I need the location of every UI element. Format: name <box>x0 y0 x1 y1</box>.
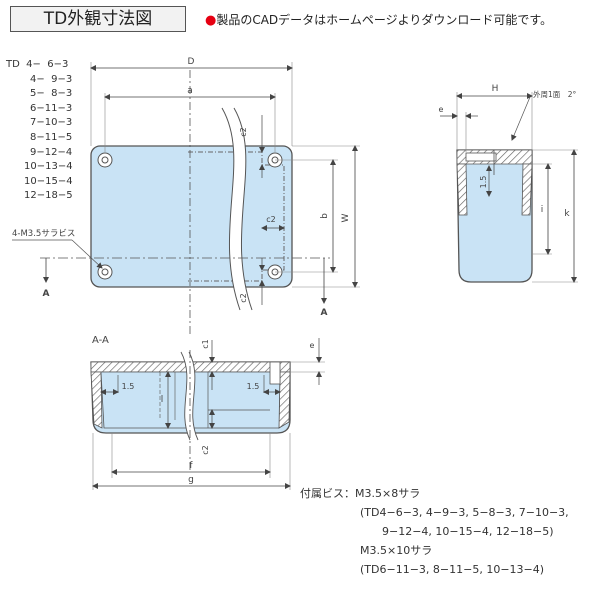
cad-note-text: 製品のCADデータはホームページよりダウンロード可能です。 <box>216 13 553 27</box>
label-l: l <box>161 395 164 405</box>
cad-note: ●製品のCADデータはホームページよりダウンロード可能です。 <box>205 11 552 28</box>
inner-recess-line <box>188 151 285 282</box>
label-a: a <box>187 86 193 96</box>
model-item: 4− 9−3 <box>30 73 73 85</box>
screw-line-2: (TD4−6−3, 4−9−3, 5−8−3, 7−10−3, <box>360 506 569 519</box>
screw-line-5: (TD6−11−3, 8−11−5, 10−13−4) <box>360 563 545 576</box>
label-W: W <box>341 213 351 222</box>
model-item: 8−11−5 <box>30 131 73 143</box>
drawing-title: TD外観寸法図 <box>10 6 186 32</box>
label-i: i <box>541 205 544 215</box>
model-item: 9−12−4 <box>30 146 73 158</box>
label-draft: 外周1面 2° <box>533 89 577 99</box>
model-item: 5− 8−3 <box>30 88 73 100</box>
screw-spec-1: M3.5×8サラ <box>355 487 421 500</box>
model-item: 10−13−4 <box>24 161 73 173</box>
label-c1: c1 <box>201 339 210 349</box>
label-1.5-right: 1.5 <box>247 382 260 391</box>
top-view: D a W b c2 c2 c2 4-M3.5サラビス A A <box>12 57 360 335</box>
label-H: H <box>492 84 499 94</box>
label-c2-section: c2 <box>201 445 210 455</box>
label-g: g <box>188 475 194 485</box>
bullet-icon: ● <box>205 13 217 28</box>
label-screw-callout: 4-M3.5サラビス <box>12 229 75 239</box>
label-b: b <box>320 213 330 219</box>
label-1.5-left: 1.5 <box>122 382 135 391</box>
break-line <box>221 107 241 311</box>
screw-hole <box>97 264 113 280</box>
screw-spec-2: M3.5×10サラ <box>360 544 433 557</box>
section-view: A-A c1 e 1.5 <box>90 335 325 490</box>
screw-slot <box>465 152 497 162</box>
side-view: 1.5 H e 外周1面 2° i k <box>439 84 578 283</box>
label-k: k <box>564 209 570 219</box>
break-band <box>222 108 252 310</box>
label-e-section: e <box>310 341 315 350</box>
screw-line-1: 付属ビス：M3.5×8サラ <box>300 484 569 503</box>
model-item: 10−15−4 <box>24 175 73 187</box>
label-e-side: e <box>439 105 444 114</box>
screw-info: 付属ビス：M3.5×8サラ (TD4−6−3, 4−9−3, 5−8−3, 7−… <box>300 484 569 579</box>
section-title: A-A <box>92 335 109 346</box>
section-mark-left: A <box>43 289 50 299</box>
model-item: TD 4− 6−3 <box>6 59 69 70</box>
label-c2-top: c2 <box>239 127 248 137</box>
section-mark-right: A <box>321 308 328 318</box>
label-c2-right: c2 <box>266 215 276 224</box>
label-D: D <box>188 57 195 67</box>
enclosure-side-outline <box>456 149 533 283</box>
model-list: TD 4− 6−3 4− 9−3 5− 8−3 6−11−3 7−10−3 8−… <box>6 58 73 204</box>
screw-heading: 付属ビス： <box>300 487 355 500</box>
label-c2-bottom: c2 <box>239 293 248 303</box>
model-item: 12−18−5 <box>24 190 73 202</box>
label-1.5-side: 1.5 <box>479 176 488 189</box>
model-item: 6−11−3 <box>30 102 73 114</box>
screw-line-3: 9−12−4, 10−15−4, 12−18−5) <box>382 525 554 538</box>
label-f: f <box>189 461 193 471</box>
model-item: 7−10−3 <box>30 117 73 129</box>
break-line <box>233 107 253 311</box>
screw-section <box>269 361 281 385</box>
screw-hole <box>97 152 113 168</box>
